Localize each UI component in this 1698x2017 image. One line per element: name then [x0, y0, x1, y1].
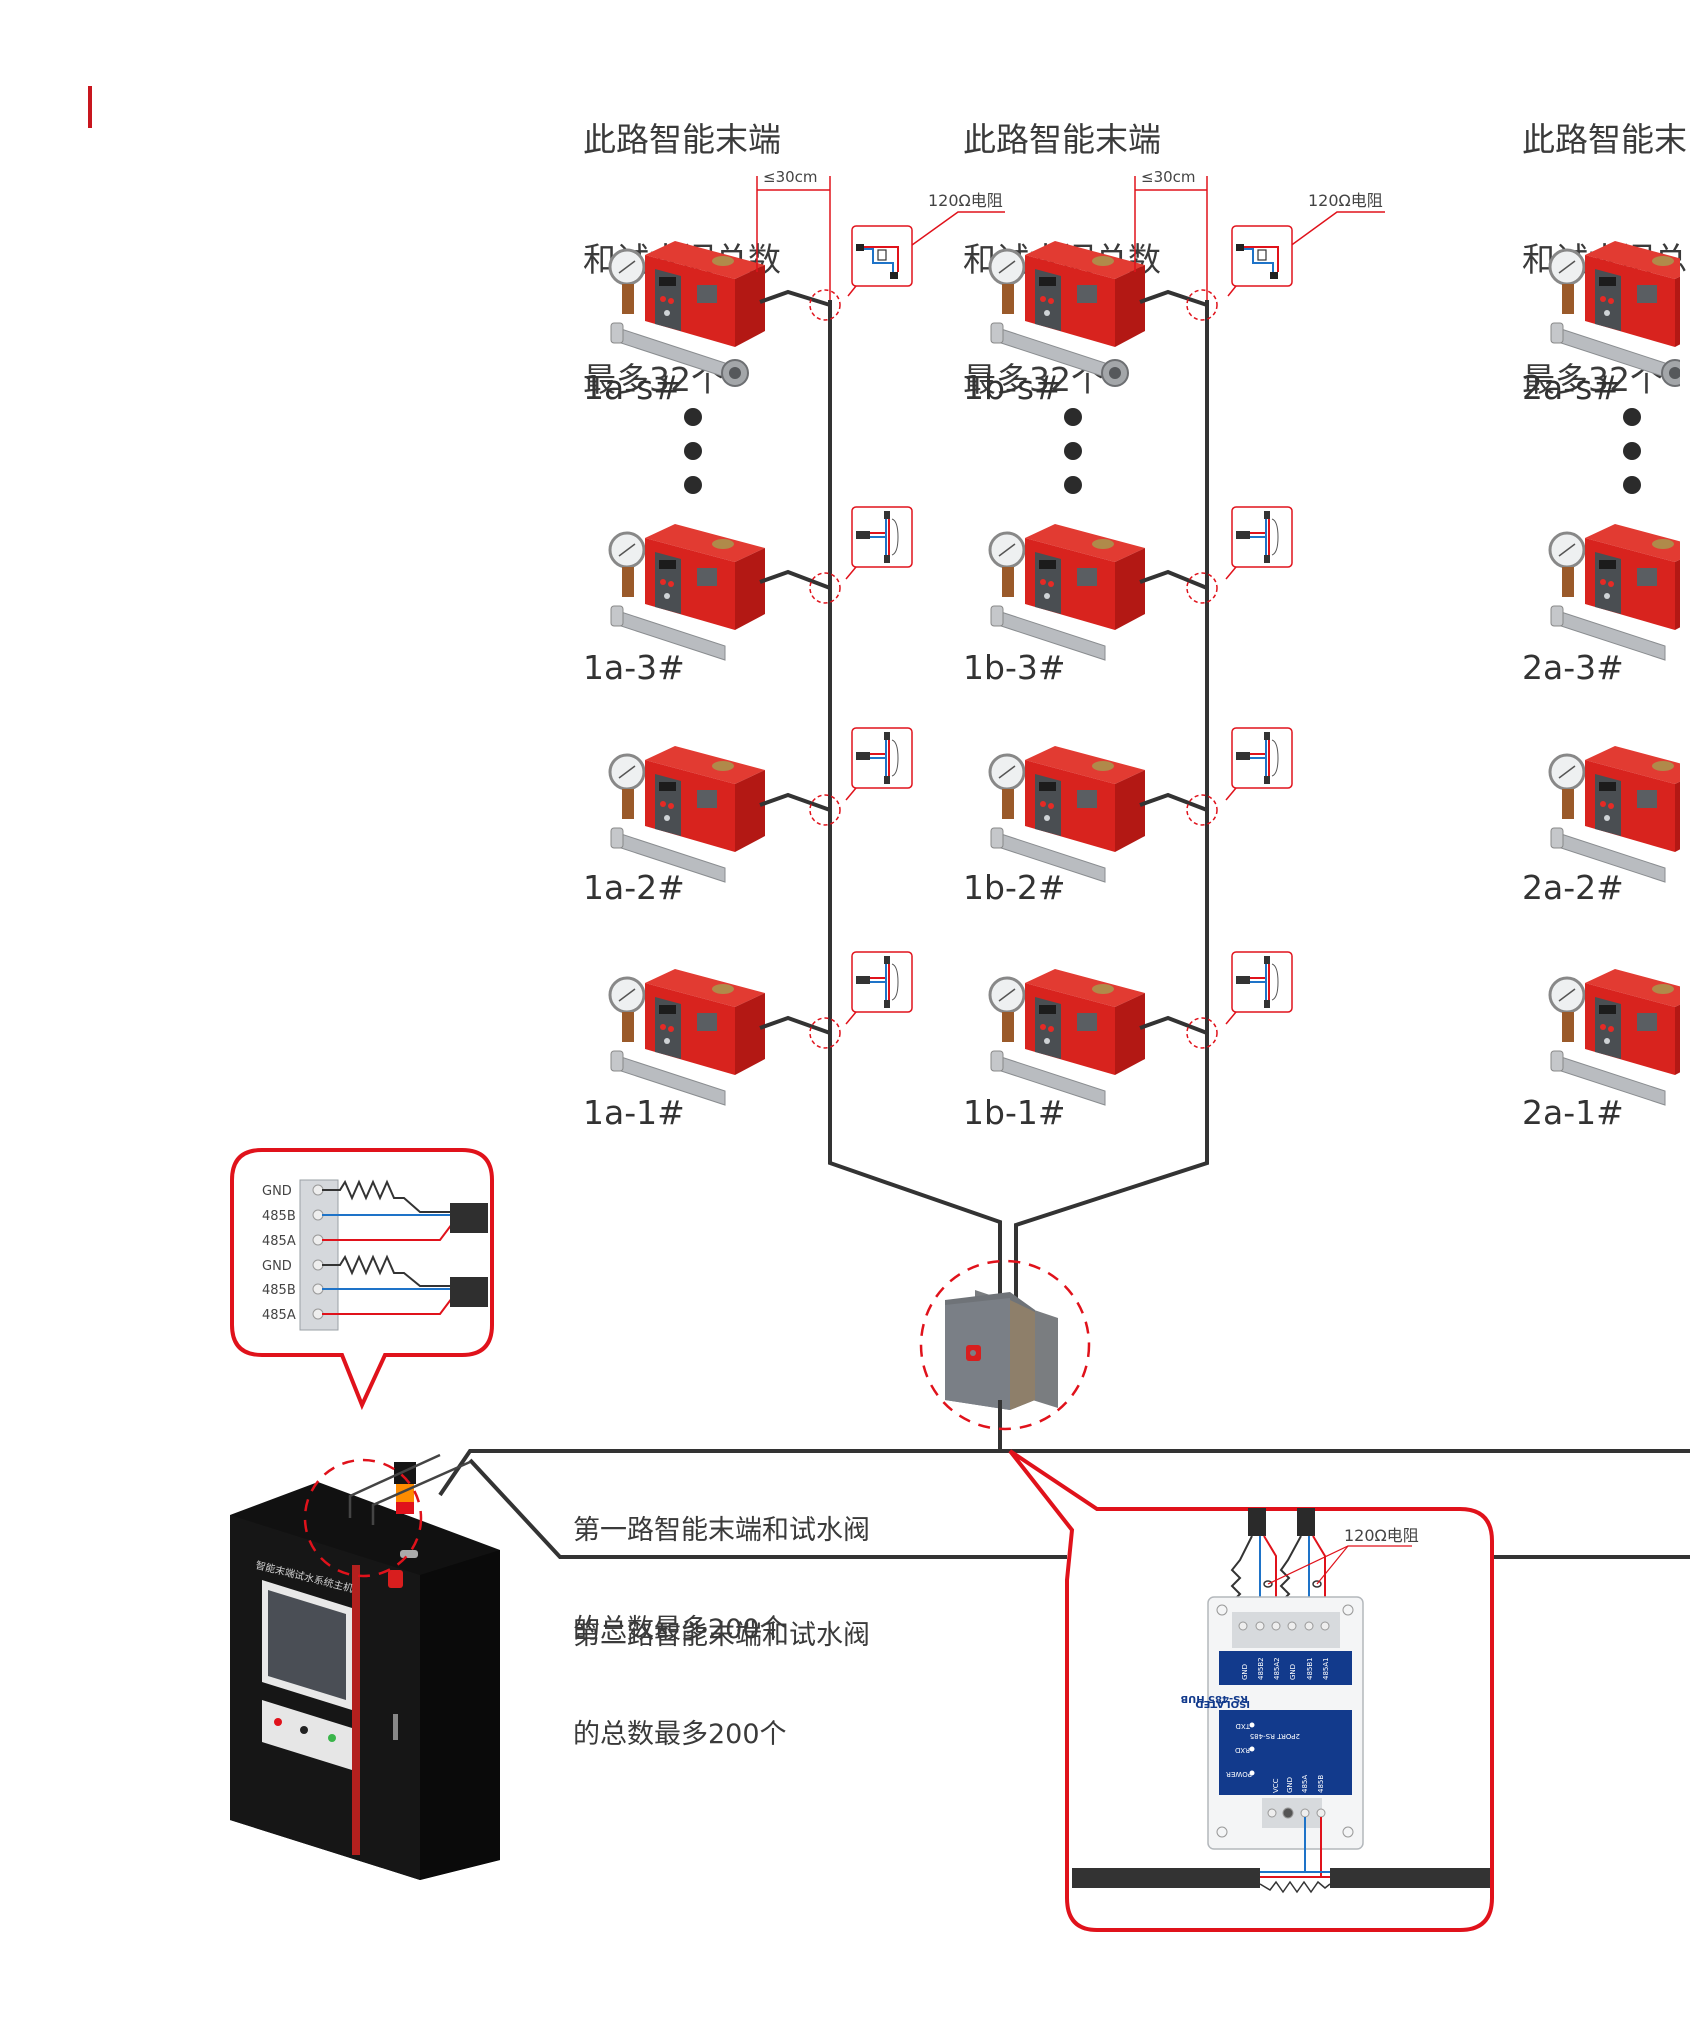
resistor-label-1b: 120Ω电阻	[1308, 191, 1383, 210]
hub-input-pin: 485A	[1301, 1775, 1309, 1793]
hub-led-label: RXD	[1235, 1746, 1250, 1754]
device-2a-2	[1548, 744, 1680, 884]
ellipsis-dots-2a	[1623, 408, 1643, 510]
hub-pin-label: 485A1	[1322, 1657, 1330, 1680]
bus-line-1	[438, 1449, 1690, 1497]
device-1a-3	[608, 522, 767, 662]
pin-label: 485B	[262, 1209, 296, 1224]
bus-1-label-line: 第一路智能末端和试水阀	[573, 1515, 870, 1546]
hub-subtitle: 2PORT RS-485	[1250, 1732, 1300, 1740]
bus-1-label: 第一路智能末端和试水阀 的总数最多200个	[573, 1448, 870, 1679]
device-label-2a-3: 2a-3#	[1522, 648, 1624, 687]
hub-title-line: ISOLATED	[1195, 1698, 1250, 1709]
ellipsis-dots-1b	[1064, 408, 1084, 510]
pin-label: GND	[262, 1184, 292, 1199]
tee-detail-1a-1	[845, 951, 913, 1025]
tee-detail-1b-3	[1225, 506, 1293, 580]
device-label-1b-1: 1b-1#	[963, 1093, 1066, 1132]
device-1a-s	[610, 241, 765, 386]
tee-detail-1a-2	[845, 727, 913, 801]
distance-label-1a: ≤30cm	[763, 168, 818, 186]
distance-label-1b: ≤30cm	[1141, 168, 1196, 186]
device-label-1b-s: 1b-s#	[963, 368, 1062, 407]
bus-2-label-line: 的总数最多200个	[573, 1719, 787, 1750]
hub-pin-label: GND	[1241, 1664, 1249, 1680]
device-2a-s	[1550, 241, 1698, 386]
pin-label: 485A	[262, 1234, 296, 1249]
hub-led-label: POWER	[1226, 1770, 1252, 1778]
junction-markers	[809, 289, 1218, 1049]
end-resistor-detail-1a	[847, 225, 913, 297]
device-label-1a-1: 1a-1#	[583, 1093, 685, 1132]
pin-label: 485B	[262, 1283, 296, 1298]
device-label-1a-s: 1a-s#	[583, 368, 681, 407]
hub-pin-label: 485B2	[1257, 1657, 1265, 1680]
end-resistor-detail-1b	[1227, 225, 1293, 297]
bus-2-label: 第二路智能末端和试水阀 的总数最多200个	[573, 1553, 870, 1784]
device-1b-1	[988, 967, 1147, 1107]
device-1b-s	[990, 241, 1145, 386]
hub-pin-label: 485A2	[1273, 1657, 1281, 1680]
device-2a-1	[1548, 967, 1680, 1107]
device-label-2a-s: 2a-s#	[1522, 368, 1620, 407]
hub-input-pin: 485B	[1317, 1775, 1325, 1793]
device-label-1a-3: 1a-3#	[583, 648, 685, 687]
hub-pin-label: 485B1	[1306, 1657, 1314, 1680]
tee-detail-1b-2	[1225, 727, 1293, 801]
device-label-2a-1: 2a-1#	[1522, 1093, 1624, 1132]
device-2a-3	[1548, 522, 1680, 662]
device-label-2a-2: 2a-2#	[1522, 868, 1624, 907]
accent-mark	[88, 86, 92, 128]
hub-power-pin: GND	[1286, 1777, 1294, 1793]
device-label-1b-2: 1b-2#	[963, 868, 1066, 907]
device-1b-2	[988, 744, 1147, 884]
distance-marker-1b	[1134, 176, 1208, 300]
bus-line-2	[468, 1458, 1067, 1559]
pin-label: 485A	[262, 1308, 296, 1323]
junction-box	[919, 1259, 1091, 1451]
column-1b-header-line: 此路智能末端	[963, 120, 1161, 159]
device-1b-3	[988, 522, 1147, 662]
hub-resistor-label: 120Ω电阻	[1344, 1526, 1419, 1545]
device-label-1b-3: 1b-3#	[963, 648, 1066, 687]
column-1a-header-line: 此路智能末端	[583, 120, 781, 159]
bus-1-label-line: 的总数最多200个	[573, 1614, 787, 1645]
bus-wire-1b	[1014, 289, 1209, 1310]
bus-wire-1a	[759, 289, 1002, 1440]
hub-callout	[1008, 1449, 1494, 1932]
tee-detail-1a-3	[845, 506, 913, 580]
terminal-callout	[230, 1148, 494, 1411]
device-label-1a-2: 1a-2#	[583, 868, 685, 907]
ellipsis-dots-1a	[684, 408, 704, 510]
pin-label: GND	[262, 1259, 292, 1274]
hub-led-label: TXD	[1236, 1722, 1251, 1730]
device-1a-2	[608, 744, 767, 884]
hub-power-pin: VCC	[1272, 1778, 1280, 1793]
device-1a-1	[608, 967, 767, 1107]
distance-marker-1a	[756, 176, 831, 300]
tee-detail-1b-1	[1225, 951, 1293, 1025]
resistor-label-1a: 120Ω电阻	[928, 191, 1003, 210]
hub-pin-label: GND	[1289, 1664, 1297, 1680]
column-2a-header-line: 此路智能末	[1522, 120, 1687, 159]
control-cabinet	[230, 1453, 500, 1880]
hub-title-line: RS-485 HUB	[1180, 1693, 1248, 1704]
bus-2-label-line: 第二路智能末端和试水阀	[573, 1620, 870, 1651]
